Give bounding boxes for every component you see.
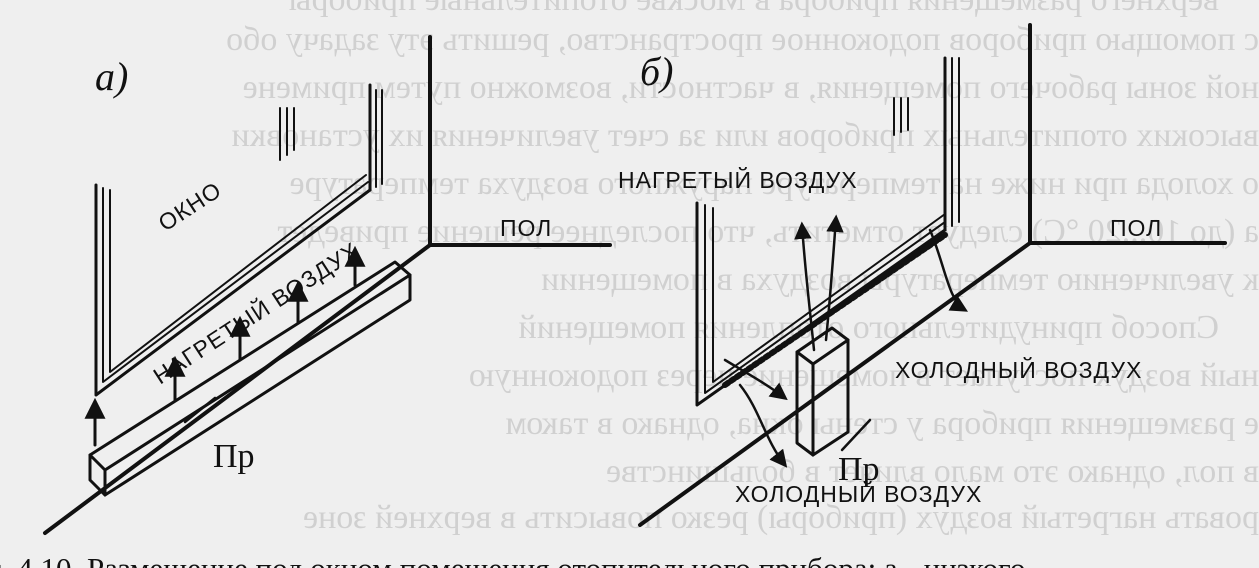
panel-b-wall-base-line	[638, 241, 1032, 527]
bleed-line-3: ной зоны рабочего помещения, в частности…	[243, 69, 1259, 106]
panel-a-letter: а)	[95, 54, 128, 99]
bleed-line-12: ровать нагретый воздух (приборы) резко п…	[303, 499, 1259, 536]
panel-a-window-label: ОКНО	[154, 176, 227, 236]
panel-b-sill-band	[722, 232, 948, 388]
panel-b-letter: б)	[640, 49, 673, 94]
panel-a: а) ОКНО НАГРЕТЫЙ ВОЗДУХ	[43, 35, 612, 535]
panel-a-warm-air-arrows	[84, 245, 366, 447]
panel-b-heater-leader	[840, 418, 872, 452]
panel-a-heater-leader	[183, 396, 217, 424]
panel-b-floor-label: ПОЛ	[1110, 215, 1162, 241]
bleed-line-10: е размещения прибора у стены окна, однак…	[505, 405, 1259, 442]
panel-a-wall-base-line	[43, 243, 432, 535]
bleed-line-1: верхнего размещения прибора в Москве ото…	[289, 0, 1219, 18]
panel-b-heater	[795, 326, 850, 457]
panel-b-cold-air-bottom-label: ХОЛОДНЫЙ ВОЗДУХ	[735, 480, 982, 507]
bleed-line-8: Способ принудительного отопления помещен…	[518, 309, 1219, 346]
bleed-line-5: о холода при ниже на температуре наружно…	[289, 165, 1259, 202]
panel-b: б) НАГРЕТЫЙ ВОЗДУХ	[618, 23, 1227, 527]
panel-a-heater-label: Пр	[213, 438, 255, 475]
figure-caption: с. 4.10. Размещение под окном помещения …	[0, 551, 1025, 568]
panel-b-heater-label: Пр	[838, 451, 880, 488]
panel-b-window-frame	[695, 56, 960, 407]
panel-a-heater	[88, 260, 412, 497]
panel-a-floor-label: ПОЛ	[500, 215, 552, 241]
bleed-line-2: с помощью приборов подоконное пространст…	[226, 21, 1259, 58]
bleed-through-text: верхнего размещения прибора в Москве ото…	[226, 0, 1259, 536]
panel-b-cold-air-arrows	[723, 228, 969, 468]
bleed-line-4: высоких отопительных приборов или за сче…	[231, 117, 1259, 154]
panel-b-cold-air-right-label: ХОЛОДНЫЙ ВОЗДУХ	[895, 356, 1142, 383]
panel-b-warm-air-label: НАГРЕТЫЙ ВОЗДУХ	[618, 166, 858, 193]
panel-b-warm-air-arrows	[794, 214, 844, 352]
panel-a-window-frame	[94, 83, 383, 397]
